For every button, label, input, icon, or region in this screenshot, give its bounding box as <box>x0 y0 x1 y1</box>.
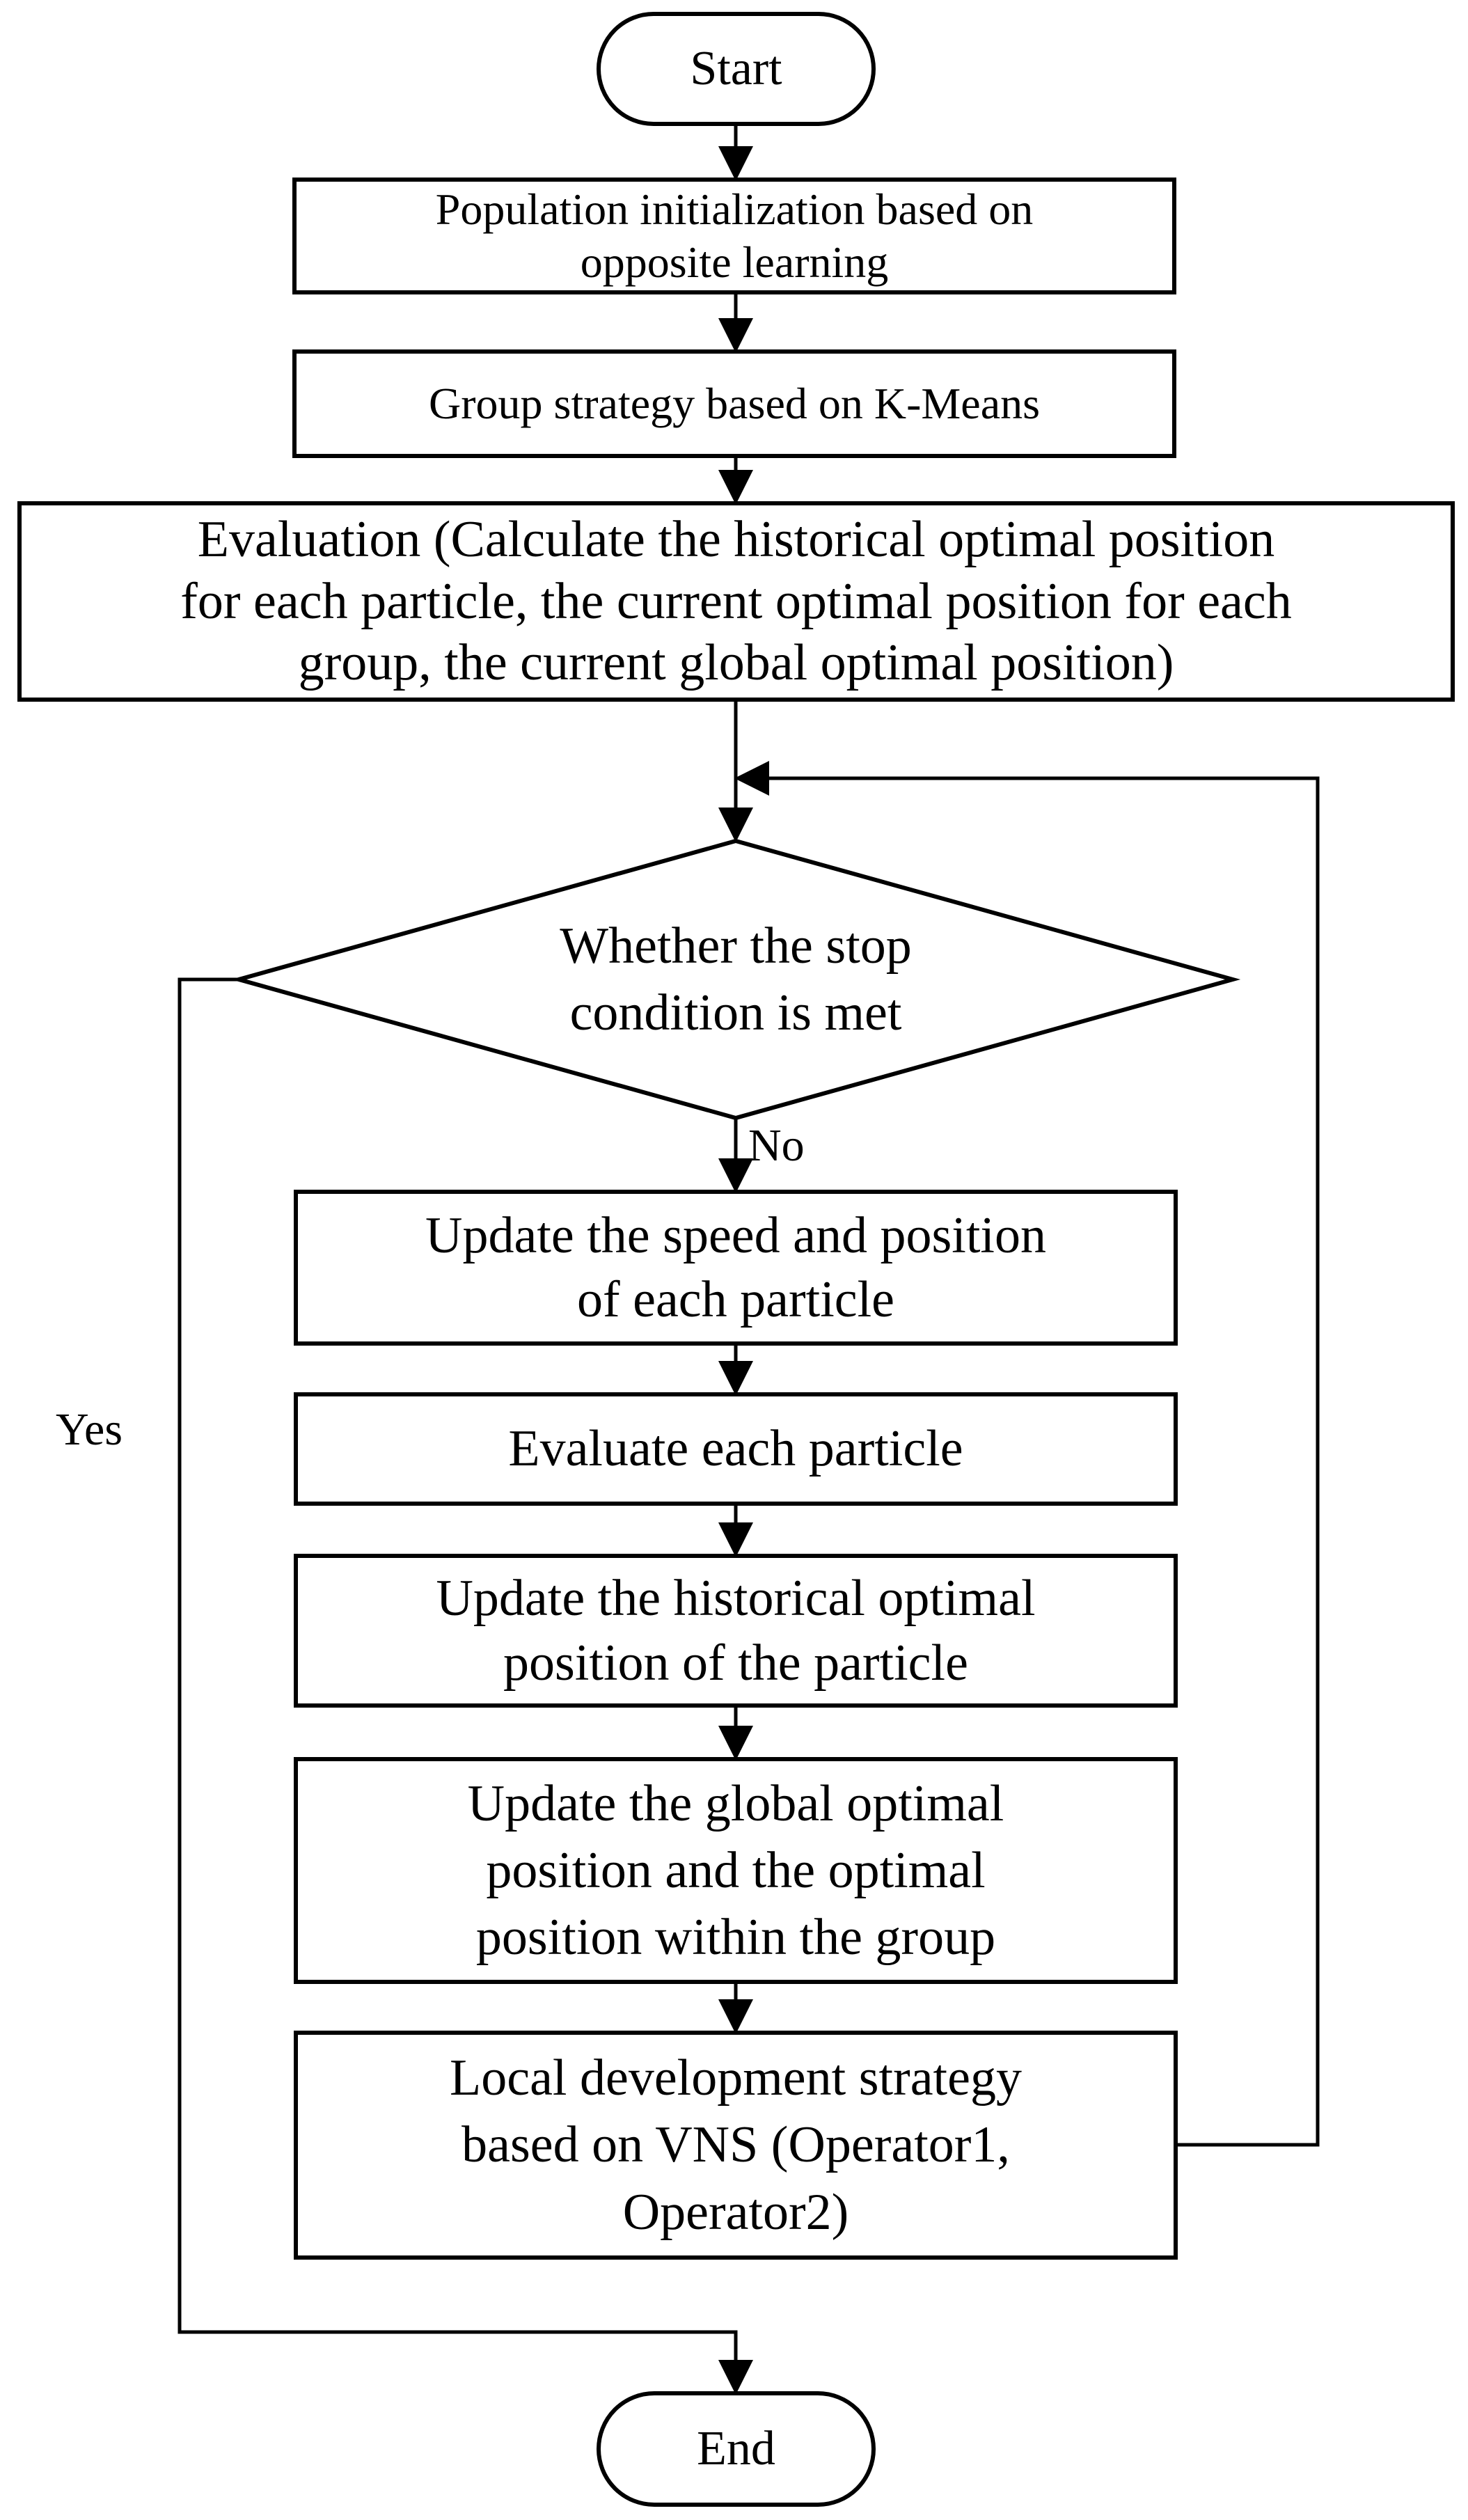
evaluate-each-text: Evaluate each particle <box>508 1420 963 1478</box>
update-speed-text-line-1: Update the speed and position <box>425 1206 1046 1264</box>
local-development-text-line-1: Local development strategy <box>450 2049 1022 2107</box>
loop-back-connector <box>734 761 1320 2147</box>
end-text: End <box>697 2422 775 2475</box>
update-speed-label: Update the speed and position of each pa… <box>296 1192 1176 1344</box>
init-label: Population initialization based on oppos… <box>294 180 1174 292</box>
group-text: Group strategy based on K-Means <box>429 378 1040 428</box>
start-text: Start <box>690 42 782 95</box>
local-development-label: Local development strategy based on VNS … <box>296 2033 1176 2258</box>
evaluation-label: Evaluation (Calculate the historical opt… <box>19 503 1453 700</box>
no-branch-label: No <box>748 1120 805 1171</box>
decision-text-line-2: condition is met <box>569 984 902 1041</box>
evaluate-each-label: Evaluate each particle <box>296 1394 1176 1504</box>
update-global-text-line-2: position and the optimal <box>486 1841 986 1899</box>
local-development-process-box <box>294 2031 1178 2260</box>
evaluation-process-box <box>17 501 1455 702</box>
local-development-text-line-3: Operator2) <box>622 2183 849 2241</box>
update-historical-text-line-2: position of the particle <box>503 1634 968 1692</box>
update-global-text-line-3: position within the group <box>475 1909 996 1967</box>
update-historical-text-line-1: Update the historical optimal <box>436 1570 1036 1627</box>
group-label: Group strategy based on K-Means <box>294 352 1174 456</box>
yes-branch-connector <box>177 977 753 2395</box>
evaluate-each-process-box <box>294 1392 1178 1506</box>
local-development-text-line-2: based on VNS (Operator1, <box>461 2116 1010 2174</box>
init-process-box <box>292 178 1176 294</box>
evaluation-text-line-2: for each particle, the current optimal p… <box>180 572 1292 630</box>
yes-branch-label: Yes <box>56 1404 123 1455</box>
update-historical-process-box <box>294 1554 1178 1708</box>
evaluation-text-line-1: Evaluation (Calculate the historical opt… <box>197 510 1275 568</box>
update-historical-label: Update the historical optimal position o… <box>296 1556 1176 1706</box>
start-label: Start <box>599 14 874 124</box>
init-text-line-1: Population initialization based on <box>435 184 1034 235</box>
update-global-process-box <box>294 1757 1178 1984</box>
update-global-text-line-1: Update the global optimal <box>467 1774 1004 1832</box>
update-global-label: Update the global optimal position and t… <box>296 1759 1176 1982</box>
decision-label: Whether the stop condition is met <box>448 903 1024 1056</box>
evaluation-text-line-3: group, the current global optimal positi… <box>298 634 1174 692</box>
decision-text-line-1: Whether the stop <box>560 917 912 975</box>
end-label: End <box>599 2393 874 2505</box>
init-text-line-2: opposite learning <box>580 237 889 287</box>
update-speed-text-line-2: of each particle <box>576 1271 895 1328</box>
